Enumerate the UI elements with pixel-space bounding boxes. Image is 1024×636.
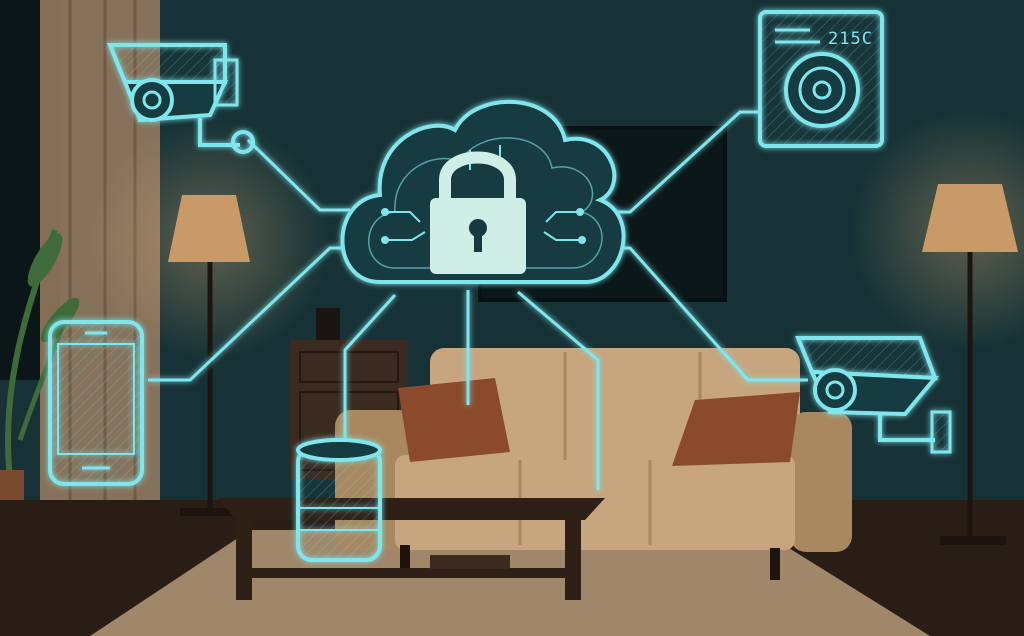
sofa [335, 348, 852, 580]
security-camera-icon [107, 43, 255, 154]
pillow-right [672, 392, 800, 466]
floor-lamp-right [922, 184, 1018, 545]
smartphone-icon [48, 320, 144, 486]
cloud-icon [340, 100, 626, 284]
floor-lamp-left [168, 195, 250, 516]
thermostat-icon [758, 10, 884, 148]
padlock-icon [430, 151, 526, 274]
thermostat-readout: 215C [828, 29, 873, 49]
security-camera-icon-right [795, 336, 952, 454]
pillow-left [398, 378, 510, 462]
smart-speaker-icon [296, 438, 382, 562]
